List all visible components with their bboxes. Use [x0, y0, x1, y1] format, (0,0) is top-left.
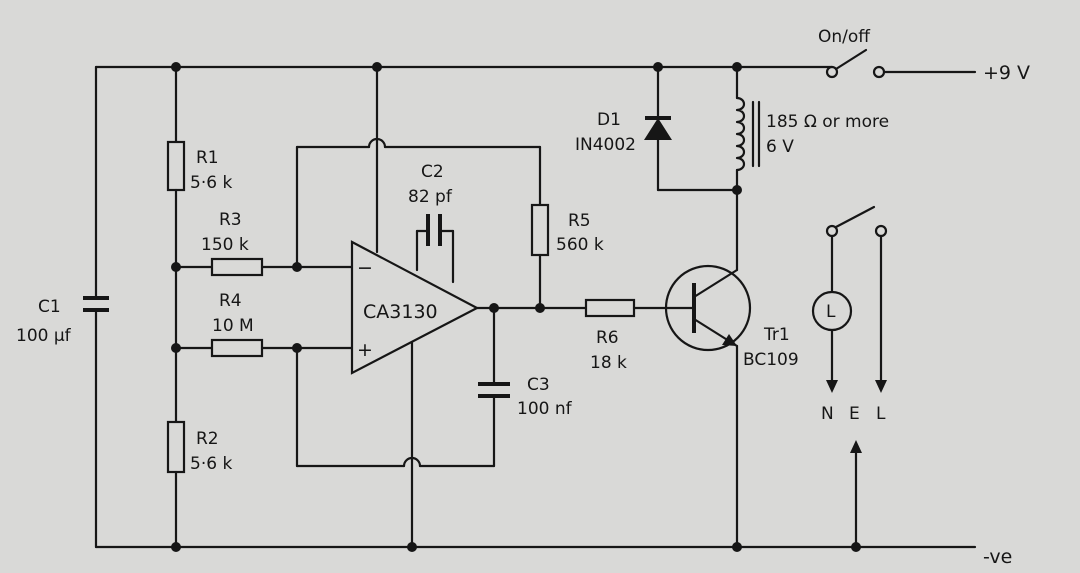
label-r6-value: 18 k [590, 353, 627, 373]
label-c3-name: C3 [527, 375, 550, 395]
label-r2-name: R2 [196, 429, 219, 449]
capacitor-c1 [83, 65, 109, 549]
label-r1-name: R1 [196, 148, 219, 168]
label-c3-value: 100 nf [517, 399, 573, 419]
resistor-r5 [530, 203, 550, 310]
label-c1-value: 100 μf [16, 326, 72, 346]
label-r1-value: 5·6 k [190, 173, 232, 193]
positive-rail [94, 65, 977, 74]
opamp-ca3130 [350, 240, 480, 375]
label-tr1-name: Tr1 [763, 325, 790, 345]
label-d1-name: D1 [597, 110, 621, 130]
capacitor-c3 [478, 306, 510, 468]
capacitor-c2 [415, 214, 455, 284]
relay-coil [735, 65, 761, 192]
diode-d1 [644, 65, 739, 192]
label-supply-positive: +9 V [983, 62, 1030, 84]
label-r4-name: R4 [219, 291, 242, 311]
resistor-r1 [166, 65, 186, 269]
label-c2-value: 82 pf [408, 187, 453, 207]
junction-dots [171, 62, 861, 552]
label-r3-name: R3 [219, 210, 242, 230]
label-terminal-e: E [849, 404, 860, 424]
label-c2-name: C2 [421, 162, 444, 182]
label-r2-value: 5·6 k [190, 454, 232, 474]
label-lamp: L [826, 302, 836, 322]
label-relay-resistance: 185 Ω or more [766, 112, 889, 132]
label-opamp: CA3130 [363, 301, 438, 323]
resistor-r6 [584, 298, 696, 318]
label-r3-value: 150 k [201, 235, 249, 255]
label-terminal-l: L [876, 404, 886, 424]
label-tr1-value: BC109 [743, 350, 799, 370]
label-relay-voltage: 6 V [766, 137, 794, 157]
label-supply-negative: -ve [983, 546, 1012, 568]
transistor-tr1 [664, 188, 752, 549]
resistor-r4 [174, 338, 354, 358]
relay-contact-switch [825, 205, 888, 238]
label-c1-name: C1 [38, 297, 61, 317]
label-opamp-plus: + [357, 339, 373, 361]
label-on-off: On/off [818, 27, 871, 47]
label-terminal-n: N [821, 404, 834, 424]
label-r5-value: 560 k [556, 235, 604, 255]
lamp-circuit [811, 234, 887, 549]
label-r5-name: R5 [568, 211, 591, 231]
resistor-r3 [174, 257, 354, 277]
resistor-r2 [166, 346, 186, 549]
on-off-switch [825, 48, 886, 79]
label-opamp-minus: − [357, 257, 373, 279]
label-r4-value: 10 M [212, 316, 254, 336]
bottom-loop-wire [295, 346, 496, 468]
label-d1-value: IN4002 [575, 135, 636, 155]
label-r6-name: R6 [596, 328, 619, 348]
